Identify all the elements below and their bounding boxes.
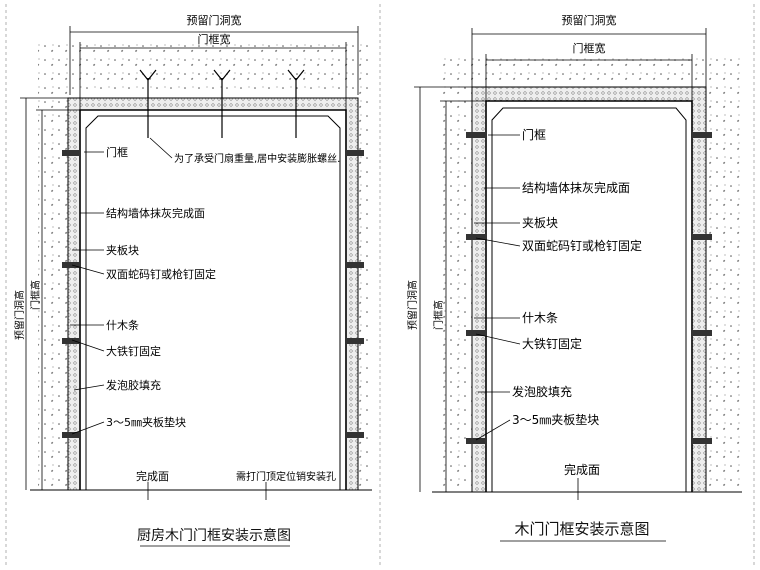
left-frame — [79, 109, 347, 490]
right-label-opening-height: 预留门洞高 — [406, 280, 419, 330]
right-label-frame-width: 门框宽 — [573, 41, 606, 55]
right-caption: 木门门框安装示意图 — [514, 520, 649, 538]
left-callout-door-stop-hole: 需打门顶定位销安装孔 — [236, 470, 336, 483]
left-wall-top — [38, 42, 368, 90]
right-shims — [466, 132, 712, 444]
left-caption: 厨房木门门框安装示意图 — [137, 527, 291, 544]
right-wall-right — [706, 87, 742, 492]
right-callout-foam-fill: 发泡胶填充 — [512, 384, 572, 399]
left-callout-foam-fill: 发泡胶填充 — [106, 378, 161, 392]
right-label-opening-width: 预留门洞宽 — [562, 13, 617, 27]
right-foam-layer — [471, 86, 707, 493]
left-callout-frame: 门框 — [106, 145, 128, 159]
panel-borders — [5, 4, 755, 566]
left-callout-finish-floor: 完成面 — [136, 469, 169, 483]
left-callout-iron-nail: 大铁钉固定 — [106, 344, 161, 358]
right-wall-left — [440, 87, 472, 492]
left-door-diagram — [20, 26, 372, 500]
right-dimension-lines — [414, 28, 707, 492]
right-label-frame-height: 门框高 — [432, 300, 445, 330]
right-callout-iron-nail: 大铁钉固定 — [522, 336, 582, 351]
right-leaders — [474, 134, 579, 500]
right-callout-plaster-face: 结构墙体抹灰完成面 — [522, 180, 630, 195]
left-callout-plaster-face: 结构墙体抹灰完成面 — [106, 206, 205, 220]
right-callout-shim-block: 夹板块 — [522, 216, 558, 230]
right-callout-finish-floor: 完成面 — [564, 462, 600, 477]
left-label-frame-height: 门框高 — [29, 280, 42, 310]
left-callout-nail-fix: 双面蛇码钉或枪钉固定 — [106, 267, 216, 281]
left-callout-support-note: 为了承受门扇重量,居中安装膨胀螺丝. — [174, 152, 340, 165]
left-shims — [62, 150, 364, 438]
right-frame-inner-line — [491, 107, 687, 492]
right-frame — [485, 100, 693, 492]
left-anchor-bolts — [139, 69, 305, 138]
right-callout-frame: 门框 — [522, 127, 546, 142]
right-callout-nail-fix: 双面蛇码钉或枪钉固定 — [522, 238, 642, 253]
left-frame-inner-line — [85, 115, 341, 490]
left-label-opening-height: 预留门洞高 — [13, 290, 26, 340]
right-callout-wood-strip: 什木条 — [522, 311, 558, 325]
left-wall-left — [38, 90, 68, 490]
left-leaders — [70, 137, 267, 500]
left-dimension-lines — [20, 26, 359, 490]
left-callout-spacer: 3～5㎜夹板垫块 — [106, 415, 186, 429]
right-wall-top — [440, 52, 742, 87]
right-callout-spacer: 3～5㎜夹板垫块 — [512, 412, 599, 427]
left-callout-wood-strip: 什木条 — [106, 318, 139, 332]
left-label-frame-width: 门框宽 — [198, 32, 231, 46]
left-callout-shim-block: 夹板块 — [106, 243, 139, 257]
left-wall-right — [358, 90, 370, 490]
left-label-opening-width: 预留门洞宽 — [187, 13, 242, 27]
right-door-diagram — [414, 28, 742, 500]
